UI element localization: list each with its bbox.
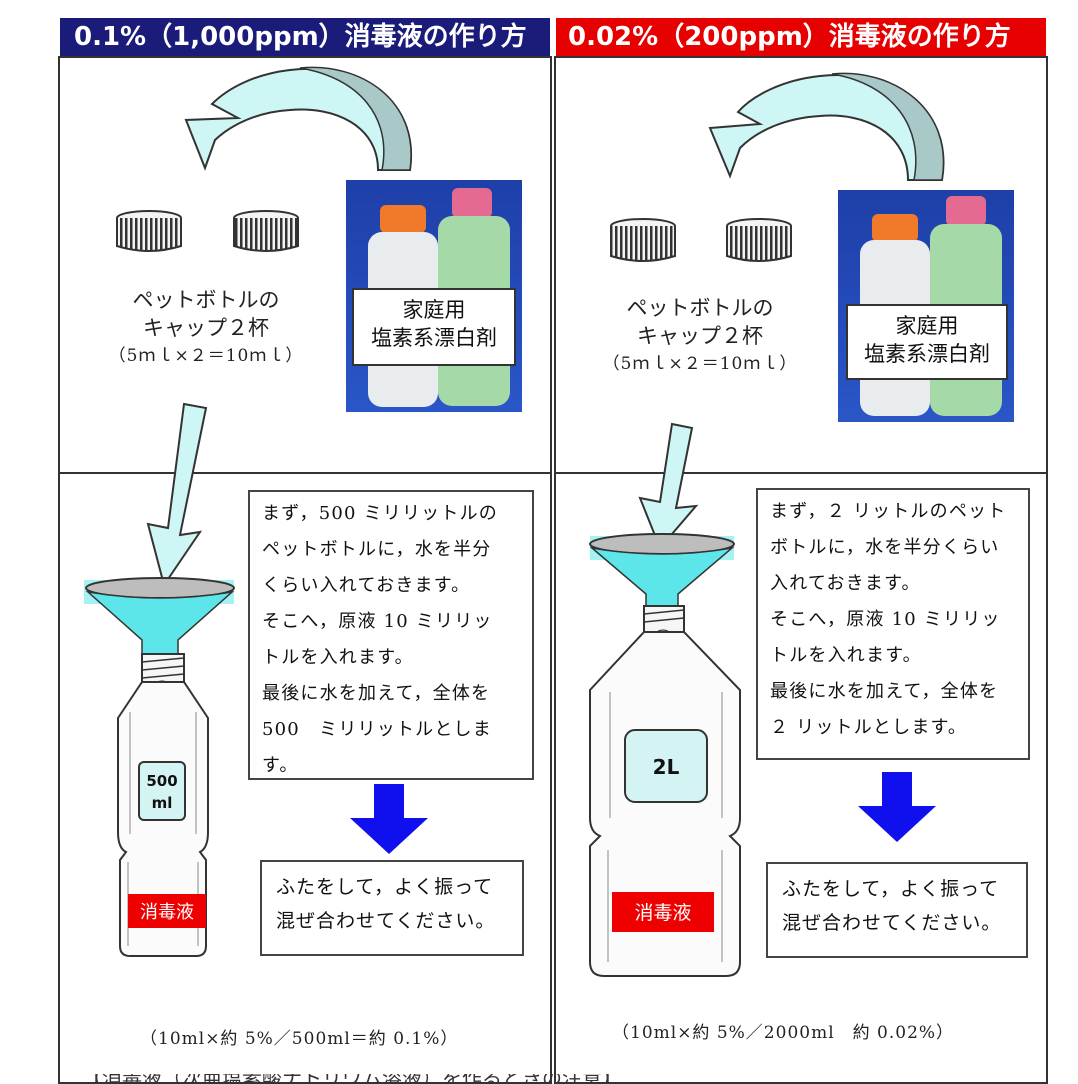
- footer-note-text: 【消毒液（次亜塩素酸ナトリウム溶液）を作るときの注意】: [82, 1074, 622, 1084]
- instruction-line: まず，500 ミリリットルの: [262, 503, 498, 524]
- bottle-cap-icon: [610, 218, 676, 262]
- instruction-line: まず，２ リットルのペット: [770, 501, 1007, 522]
- caps-caption-line: キャップ２杯: [143, 316, 269, 340]
- caps-amount: （5ｍｌ×２＝10ｍｌ）: [108, 346, 304, 366]
- instruction-line: そこへ，原液 10 ミリリッ: [262, 611, 493, 632]
- bleach-label-line: 家庭用: [402, 298, 466, 322]
- curved-arrow-icon: [184, 66, 413, 171]
- bottle-cap-icon: [116, 210, 182, 252]
- caps-caption: ペットボトルの キャップ２杯 （5ｍｌ×２＝10ｍｌ）: [96, 286, 316, 370]
- bottle-cap-icon: [726, 218, 792, 262]
- blue-arrow-icon: [858, 772, 936, 842]
- instruction-line: 最後に水を加えて，全体を: [770, 681, 999, 702]
- caps-caption-line: ペットボトルの: [626, 296, 774, 320]
- funnel-icon: [84, 577, 235, 661]
- caps-amount: （5ｍｌ×２＝10ｍｌ）: [602, 354, 798, 374]
- instruction-line: 500 ミリリットルとしま: [262, 719, 492, 740]
- bottle-tag-label: 消毒液: [634, 902, 691, 924]
- instruction-line: そこへ，原液 10 ミリリッ: [770, 609, 1001, 630]
- shake-instruction-box: ふたをして，よく振って 混ぜ合わせてください。: [766, 862, 1028, 958]
- instruction-line: 最後に水を加えて，全体を: [262, 683, 491, 704]
- shake-line: 混ぜ合わせてください。: [782, 912, 1002, 934]
- concentration-formula: （10ml×約 5%／2000ml 約 0.02%）: [612, 1023, 955, 1043]
- bleach-label: 家庭用 塩素系漂白剤: [846, 304, 1008, 380]
- right-bottom-cell: [554, 472, 1048, 1084]
- bottle-500ml-icon: [117, 653, 209, 957]
- bleach-label-line: 塩素系漂白剤: [864, 342, 990, 366]
- concentration-formula: （10ml×約 5%／500ml＝約 0.1%）: [140, 1029, 459, 1049]
- bottle-cap-icon: [233, 210, 299, 252]
- instruction-line: トルを入れます。: [262, 647, 414, 668]
- shake-line: ふたをして，よく振って: [782, 878, 1000, 900]
- instructions-box: まず，500 ミリリットルの ペットボトルに，水を半分 くらい入れておきます。 …: [248, 490, 534, 780]
- bleach-label: 家庭用 塩素系漂白剤: [352, 288, 516, 366]
- bottle-volume-unit: ml: [152, 794, 173, 812]
- instructions-box: まず，２ リットルのペット ボトルに，水を半分くらい 入れておきます。 そこへ，…: [756, 488, 1030, 760]
- down-arrow-icon: [146, 402, 208, 588]
- instruction-line: くらい入れておきます。: [262, 575, 471, 596]
- instruction-line: ２ リットルとします。: [770, 717, 968, 738]
- bleach-label-line: 塩素系漂白剤: [371, 326, 497, 350]
- instruction-line: ペットボトルに，水を半分: [262, 539, 492, 560]
- bottle-volume-label: 2L: [653, 755, 680, 779]
- caps-caption-line: ペットボトルの: [132, 288, 280, 312]
- funnel-icon: [589, 533, 735, 613]
- footer-note-partial: 【消毒液（次亜塩素酸ナトリウム溶液）を作るときの注意】: [60, 1074, 1046, 1084]
- bleach-label-line: 家庭用: [895, 314, 959, 338]
- instruction-line: 入れておきます。: [770, 573, 921, 594]
- instruction-line: ボトルに，水を半分くらい: [770, 537, 1000, 558]
- left-panel-title: 0.1%（1,000ppm）消毒液の作り方: [60, 18, 550, 56]
- blue-arrow-icon: [350, 784, 428, 854]
- down-arrow-icon: [638, 422, 699, 550]
- bottle-volume-label: 500: [146, 772, 177, 790]
- caps-caption: ペットボトルの キャップ２杯 （5ｍｌ×２＝10ｍｌ）: [590, 294, 810, 378]
- instruction-line: トルを入れます。: [770, 645, 922, 666]
- bottle-2l-icon: [589, 605, 741, 977]
- right-panel-title: 0.02%（200ppm）消毒液の作り方: [556, 18, 1046, 56]
- instruction-line: す。: [262, 755, 299, 776]
- caps-caption-line: キャップ２杯: [637, 324, 763, 348]
- bottle-tag-label: 消毒液: [140, 902, 194, 923]
- left-bottom-cell: [58, 472, 552, 1084]
- shake-line: ふたをして，よく振って: [276, 876, 494, 898]
- shake-line: 混ぜ合わせてください。: [276, 910, 496, 932]
- shake-instruction-box: ふたをして，よく振って 混ぜ合わせてください。: [260, 860, 524, 956]
- curved-arrow-icon: [708, 72, 945, 181]
